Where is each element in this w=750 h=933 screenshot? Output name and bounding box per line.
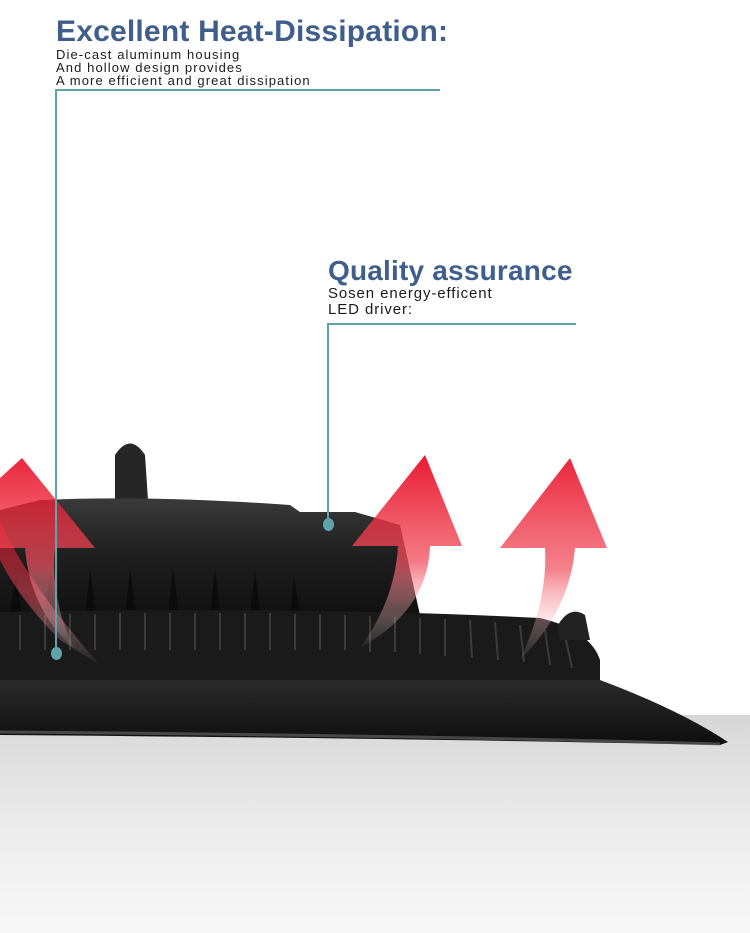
quality-assurance-title: Quality assurance bbox=[328, 255, 573, 286]
side-bracket bbox=[558, 611, 590, 640]
floor-shadow bbox=[0, 715, 750, 933]
leader-line bbox=[327, 323, 329, 523]
heatsink-fins bbox=[0, 610, 600, 682]
leader-dot bbox=[51, 647, 62, 660]
leader-line bbox=[55, 89, 57, 654]
quality-assurance-callout: Quality assurance Sosen energy-efficent … bbox=[328, 257, 573, 318]
heat-arrow-icon bbox=[352, 455, 462, 648]
leader-line bbox=[327, 323, 576, 325]
heat-dissipation-description: Die-cast aluminum housing And hollow des… bbox=[56, 47, 311, 88]
lamp-rim bbox=[0, 680, 728, 745]
quality-assurance-description: Sosen energy-efficent LED driver: bbox=[328, 285, 493, 318]
heat-arrow-icon bbox=[0, 458, 100, 665]
heat-dissipation-title: Excellent Heat-Dissipation: bbox=[56, 15, 449, 48]
leader-line bbox=[55, 89, 440, 91]
heat-dissipation-callout: Excellent Heat-Dissipation: Die-cast alu… bbox=[56, 15, 449, 88]
leader-dot bbox=[323, 518, 334, 531]
hanging-hook bbox=[115, 443, 148, 500]
driver-housing bbox=[0, 498, 420, 615]
heat-arrow-icon bbox=[500, 458, 607, 660]
